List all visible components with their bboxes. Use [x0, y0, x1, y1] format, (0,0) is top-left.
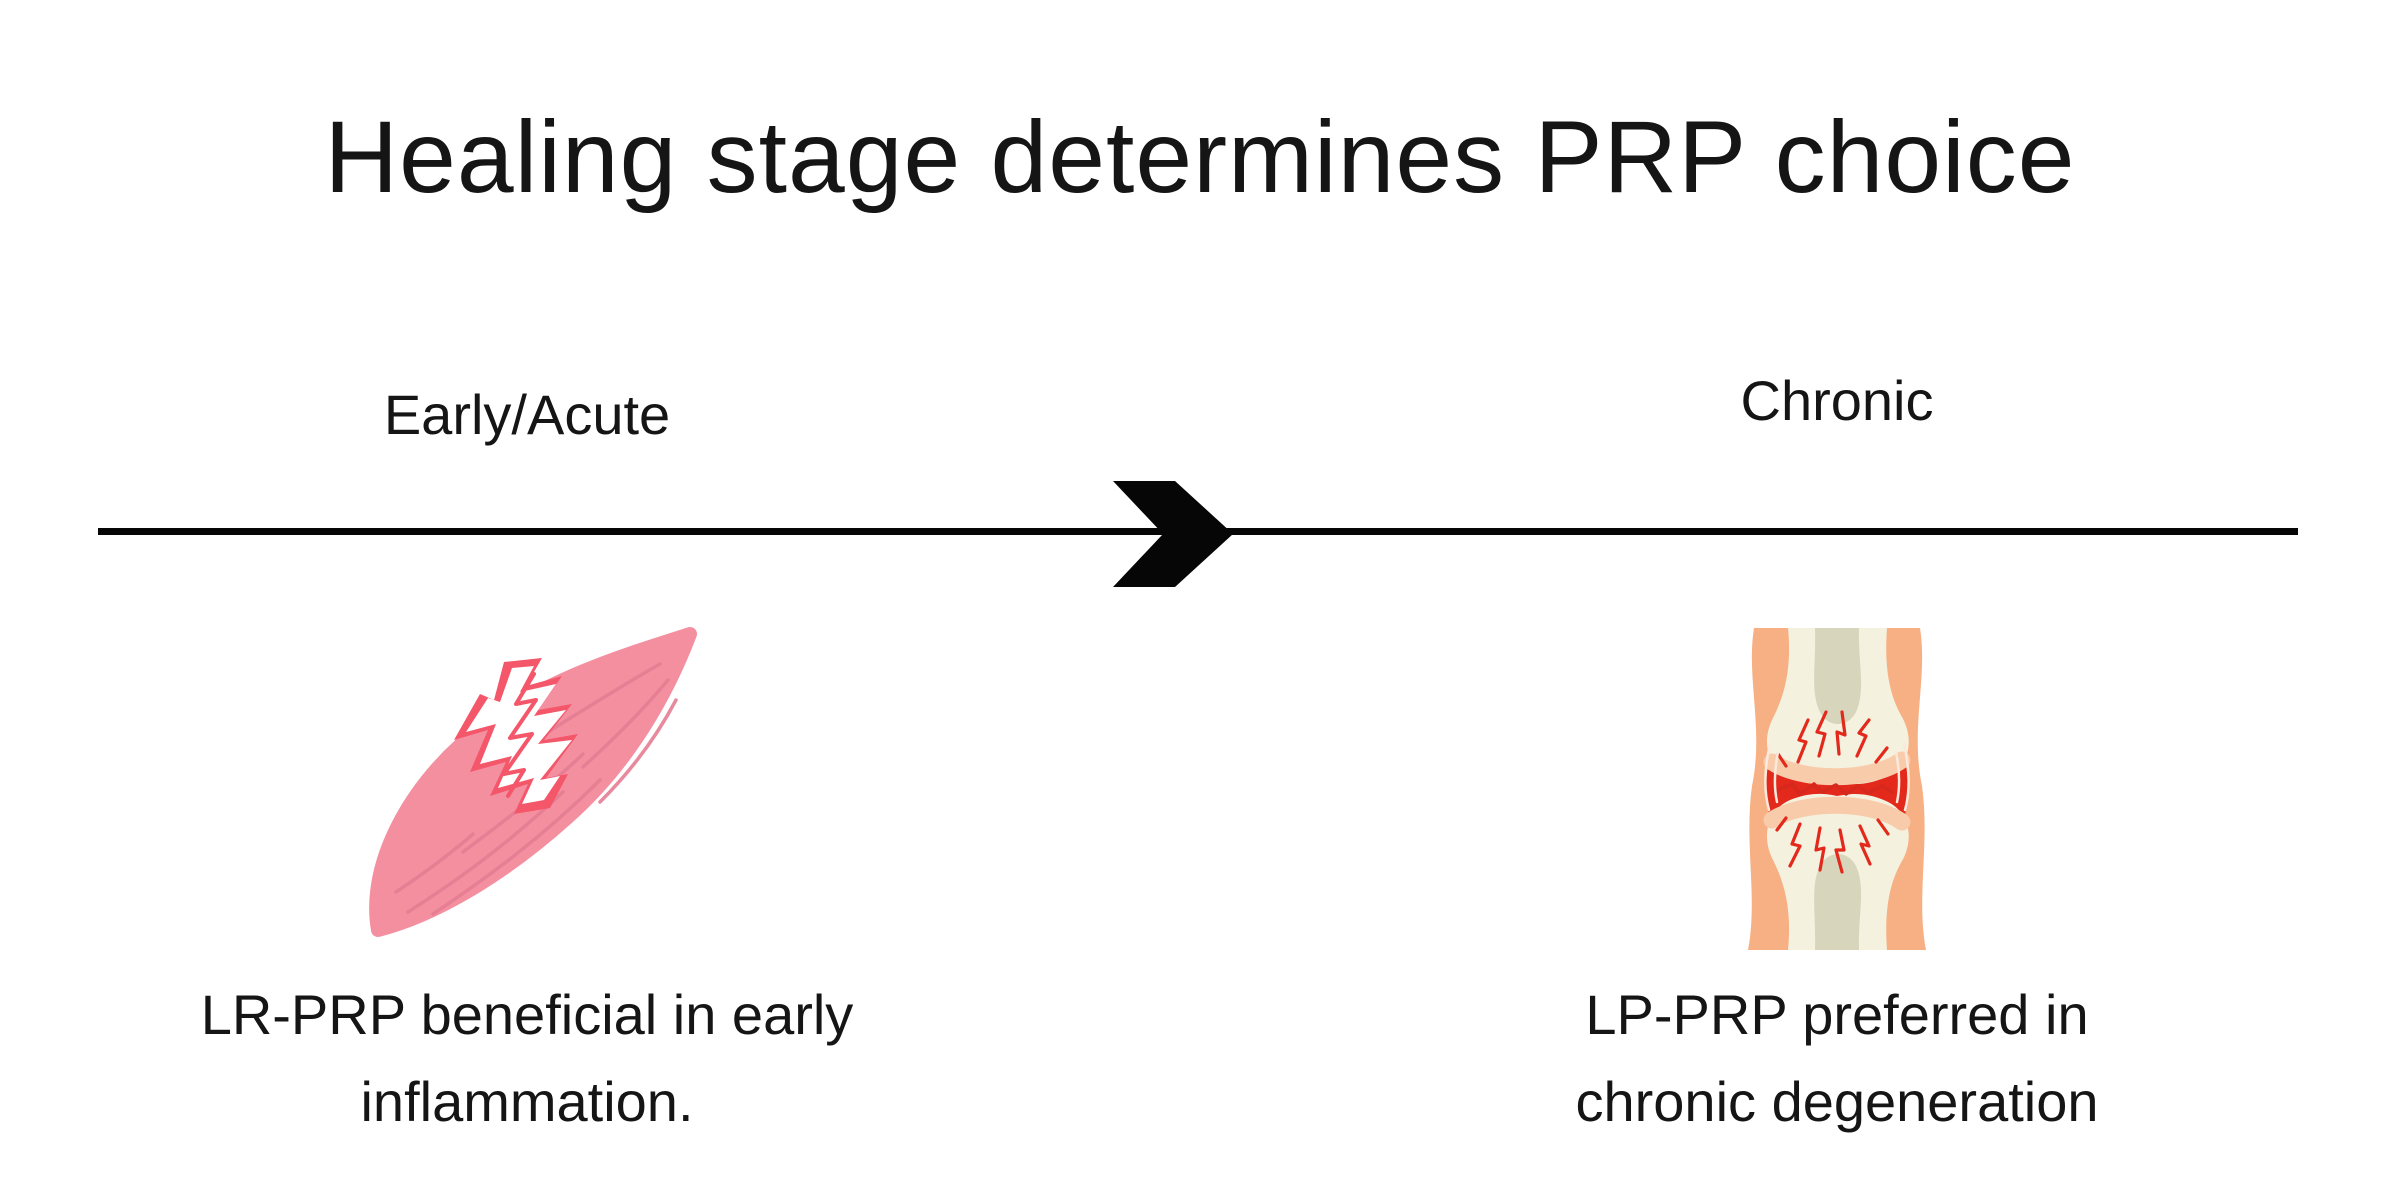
muscle-tear-fiber — [502, 672, 538, 798]
caption-line: LR-PRP beneficial in early — [200, 983, 854, 1046]
pain-marks-upper — [1776, 710, 1889, 768]
page-title: Healing stage determines PRP choice — [324, 100, 2076, 214]
lower-bone-marrow — [1814, 854, 1862, 950]
joint-cartilage — [1763, 751, 1911, 831]
upper-bone-marrow — [1814, 628, 1862, 724]
chevron-right-icon — [1113, 481, 1233, 587]
caption-line: chronic degeneration — [1575, 1069, 2099, 1133]
capsule-highlights — [1764, 742, 1910, 812]
inflamed-joint-illustration — [1748, 628, 1926, 950]
joint-crack — [1776, 782, 1894, 796]
muscle-striations — [394, 662, 678, 916]
caption-line: LP-PRP preferred in — [1585, 983, 2089, 1046]
pain-marks-lower — [1775, 816, 1890, 874]
caption-lr-prp: LR-PRP beneficial in early inflammation. — [77, 972, 977, 1146]
torn-muscle-illustration — [369, 627, 697, 937]
stage-label-chronic: Chronic — [1740, 369, 1934, 432]
caption-line: inflammation. — [360, 1069, 694, 1133]
stage-label-early-acute: Early/Acute — [383, 383, 671, 446]
caption-lp-prp: LP-PRP preferred in chronic degeneration — [1387, 972, 2287, 1146]
muscle-tear — [454, 658, 578, 814]
